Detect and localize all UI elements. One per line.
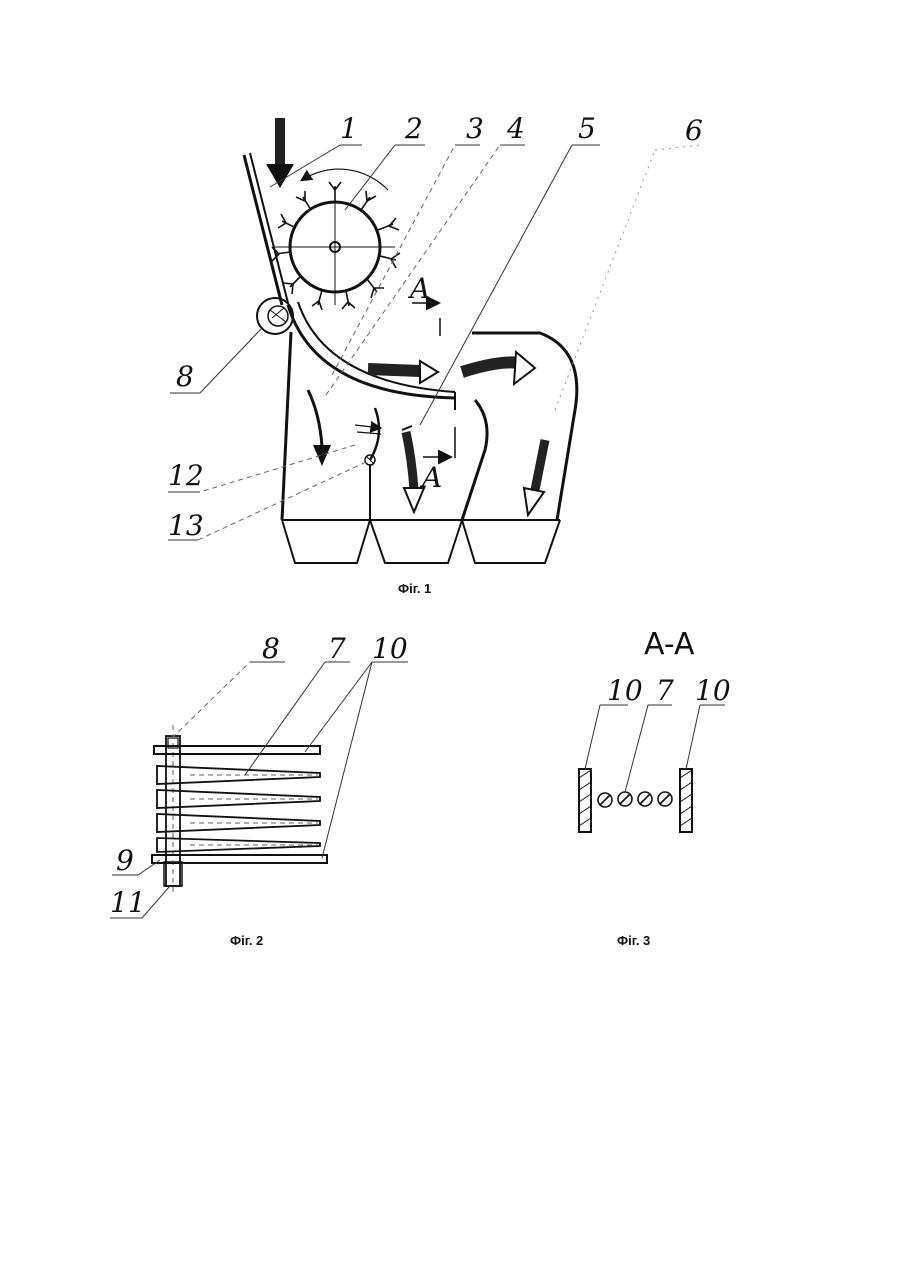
fig1-section-mark-bottom: A: [419, 461, 442, 494]
fig2-label-8: 8: [262, 632, 280, 665]
fig2-label-11: 11: [110, 886, 146, 919]
section-side-plates: [579, 769, 692, 832]
fig1-label-12: 12: [168, 459, 204, 492]
fig3-caption: Фіг. 3: [617, 933, 650, 948]
side-plate-top: [154, 746, 320, 754]
fig1-label-2: 2: [404, 112, 423, 145]
deflector-plate: [355, 408, 381, 465]
fig3-leader-lines: [585, 705, 725, 792]
fig3-drawing: A-A 10 7 10 Ф: [579, 627, 731, 948]
fig2-label-7: 7: [328, 632, 346, 665]
fig3-label-10-left: 10: [607, 674, 643, 707]
fig3-title: A-A: [644, 627, 695, 662]
fig2-label-9: 9: [116, 844, 134, 877]
fig2-caption: Фіг. 2: [230, 933, 263, 948]
fig1-label-1: 1: [340, 112, 358, 145]
collection-hoppers: [282, 520, 560, 563]
fig1-drawing: 1 2 3 4 5 6 8 12 13 A A Фіг. 1: [168, 112, 703, 596]
brush-drum: [272, 169, 400, 310]
fig1-label-8: 8: [176, 360, 194, 393]
roller-8: [257, 298, 293, 334]
tapered-rods: [157, 766, 320, 852]
fig1-label-5: 5: [578, 112, 596, 145]
fig3-label-7: 7: [656, 674, 674, 707]
rod-sections: [598, 792, 672, 807]
fig3-label-10-right: 10: [695, 674, 731, 707]
curved-sieve: [288, 302, 455, 410]
fig1-label-4: 4: [506, 112, 525, 145]
fig1-label-6: 6: [685, 114, 703, 147]
fig2-label-10: 10: [372, 632, 408, 665]
fig1-label-13: 13: [168, 509, 204, 542]
fig1-section-mark-top: A: [407, 272, 430, 305]
fig2-leader-lines: [110, 662, 408, 918]
shaft: [164, 725, 182, 895]
feed-arrow-icon: [266, 118, 294, 188]
fig1-label-3: 3: [466, 112, 484, 145]
fig1-caption: Фіг. 1: [398, 581, 431, 596]
fig2-drawing: 8 7 10 9 11 Фіг. 2: [110, 632, 408, 948]
